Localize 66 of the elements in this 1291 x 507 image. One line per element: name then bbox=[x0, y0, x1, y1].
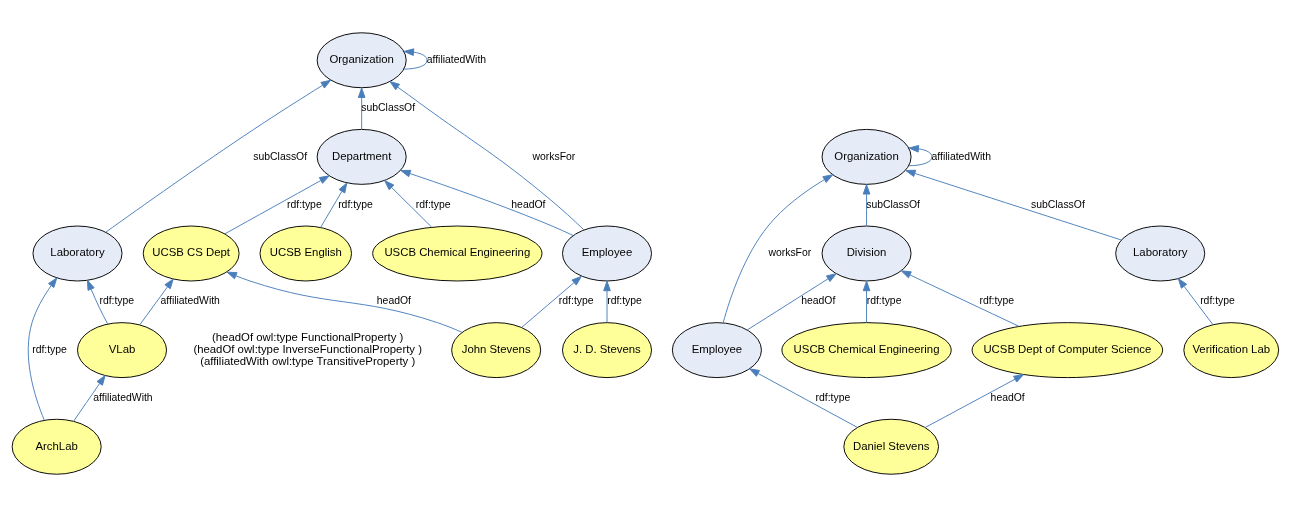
edge-label: worksFor bbox=[532, 150, 576, 162]
label: (affiliatedWith owl:type TransitiveProperty ) bbox=[200, 355, 416, 368]
arrow bbox=[924, 374, 1024, 428]
arrow bbox=[749, 368, 858, 428]
edge-label: headOf bbox=[376, 295, 411, 307]
edge-label: headOf bbox=[990, 392, 1025, 404]
edge-label: headOf bbox=[801, 295, 836, 307]
label: (headOf owl:type InverseFunctionalProperty ) bbox=[193, 343, 422, 356]
label: (headOf owl:type FunctionalProperty ) bbox=[212, 330, 404, 343]
arrow bbox=[747, 273, 837, 331]
arrow bbox=[320, 182, 348, 228]
edge-label: affiliatedWith bbox=[426, 53, 487, 65]
edge-label: rdf:type bbox=[338, 198, 373, 210]
arrow bbox=[389, 81, 585, 231]
arrow bbox=[139, 278, 174, 326]
edge-label: rdf:type bbox=[32, 343, 67, 355]
arrow bbox=[862, 184, 871, 227]
edge-label: affiliatedWith bbox=[160, 295, 220, 307]
arrow bbox=[73, 375, 106, 422]
node-ellipse: Daniel Stevens bbox=[843, 418, 939, 475]
node-ellipse: John Stevens bbox=[451, 322, 542, 379]
edge-label: subClassOf bbox=[866, 198, 920, 210]
arrow bbox=[862, 280, 871, 323]
edge-label: headOf bbox=[511, 198, 546, 210]
arrow bbox=[722, 174, 834, 324]
edge-label: rdf:type bbox=[287, 198, 322, 210]
edge-label: rdf:type bbox=[815, 392, 851, 404]
arrow bbox=[105, 79, 332, 233]
node-ellipse: Laboratory bbox=[1115, 225, 1206, 282]
edge-label: worksFor bbox=[768, 247, 812, 259]
arrow bbox=[400, 169, 574, 237]
arrow bbox=[224, 175, 330, 235]
edge-label: rdf:type bbox=[99, 295, 135, 307]
node-ellipse: Employee bbox=[562, 225, 652, 282]
node-ellipse: UCSB Dept of Computer Science bbox=[971, 322, 1164, 379]
node-ellipse: USCB Chemical Engineering bbox=[372, 225, 543, 282]
arrow bbox=[384, 180, 433, 228]
arrow bbox=[27, 277, 58, 421]
edge-label: rdf:type bbox=[558, 295, 594, 307]
edge-label: subClassOf bbox=[361, 102, 416, 114]
edge-label: subClassOf bbox=[1031, 198, 1085, 210]
arrow bbox=[900, 270, 1020, 327]
arrow bbox=[357, 87, 366, 130]
node-ellipse: ArchLab bbox=[11, 418, 102, 475]
node-ellipse: USCB Chemical Engineering bbox=[781, 322, 952, 379]
edge-label: subClassOf bbox=[253, 150, 308, 162]
arrow bbox=[87, 279, 109, 325]
node-ellipse: J. D. Stevens bbox=[562, 322, 652, 379]
arrow bbox=[1177, 278, 1214, 325]
arrow bbox=[905, 169, 1122, 241]
node-ellipse: Verification Lab bbox=[1183, 322, 1280, 379]
edge-label: rdf:type bbox=[1200, 295, 1235, 307]
edge-label: rdf:type bbox=[415, 198, 451, 210]
arrow bbox=[521, 275, 582, 328]
edge-label: affiliatedWith bbox=[931, 150, 991, 162]
node-ellipse: UCSB English bbox=[259, 225, 353, 282]
arrow bbox=[603, 280, 611, 323]
edge-label: affiliatedWith bbox=[93, 392, 153, 404]
edge-label: rdf:type bbox=[607, 295, 642, 307]
edge-label: rdf:type bbox=[866, 295, 902, 307]
node-ellipse: VLab bbox=[77, 322, 167, 379]
arrow bbox=[226, 271, 463, 333]
arrow bbox=[908, 145, 933, 167]
edge-label: rdf:type bbox=[979, 295, 1015, 307]
node-ellipse: Laboratory bbox=[32, 225, 123, 282]
arrow bbox=[403, 48, 428, 70]
